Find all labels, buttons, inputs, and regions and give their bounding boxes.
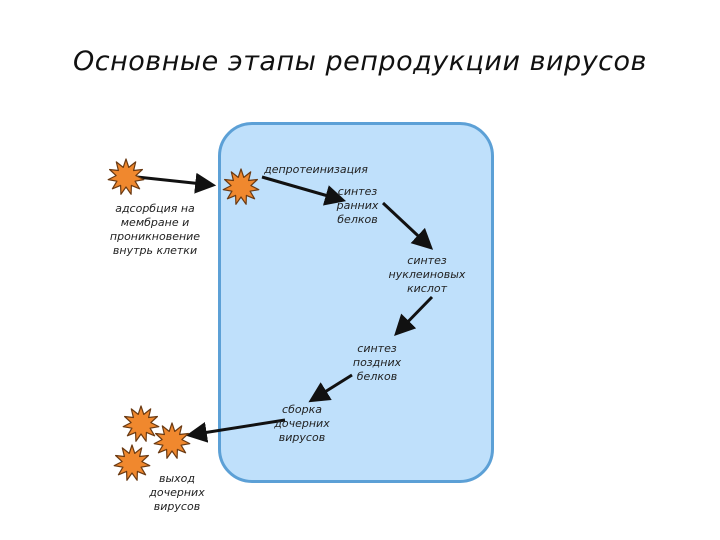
arrow-to-assembly [308,373,353,403]
virus-particle-icon [122,405,160,442]
label-exit: выход дочерних вирусов [149,472,205,513]
label-adsorption: адсорбция на мембране и проникновение вн… [109,202,201,257]
virus-particle-icon [153,422,191,459]
page-title: Основные этапы репродукции вирусов [73,46,647,77]
virus-particle-icon [222,168,260,205]
arrow-to-nucleic-acids [381,201,434,250]
label-nucleic-acids: синтез нуклеиновых кислот [388,254,466,295]
label-assembly: сборка дочерних вирусов [274,403,330,444]
label-late-proteins: синтез поздних белков [352,342,402,383]
arrow-adsorption-entry [136,172,217,194]
arrow-to-early-proteins [261,175,347,206]
virus-particle-icon [107,158,145,195]
arrow-to-exit [185,418,286,443]
arrow-to-late-proteins [394,295,434,337]
label-deproteinization: депротеинизация [264,163,368,176]
label-early-proteins: синтез ранних белков [336,185,379,226]
virus-particle-icon [113,444,151,481]
